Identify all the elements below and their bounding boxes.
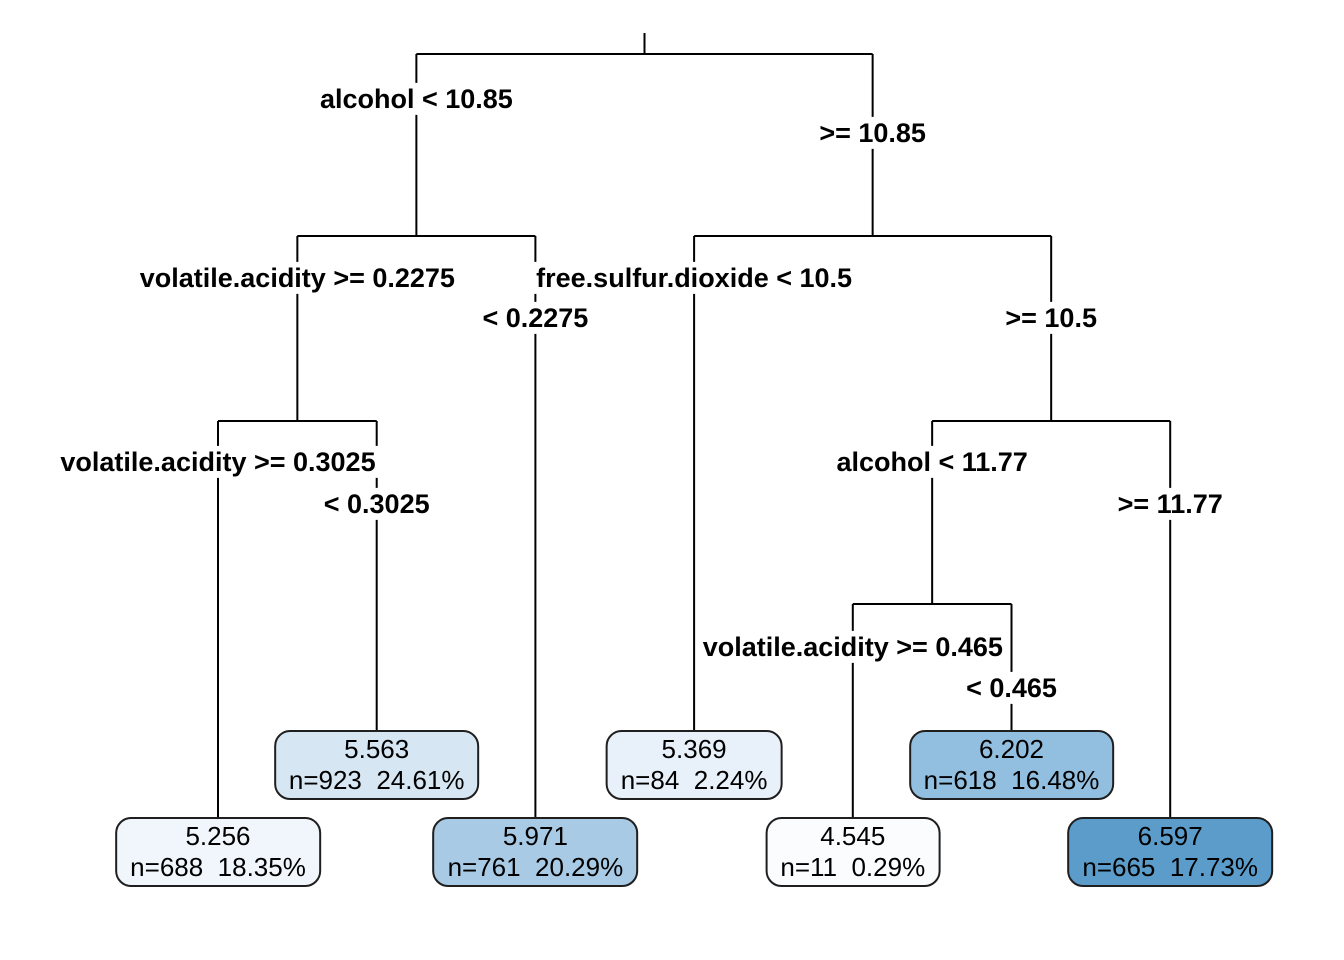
leaf-predicted-value: 6.202 — [978, 734, 1045, 764]
leaf-n-percent: n=665 17.73% — [1082, 852, 1259, 882]
split-condition-right-label: < 0.465 — [960, 671, 1063, 705]
leaf-n-percent: n=923 24.61% — [288, 765, 465, 795]
leaf-n-percent: n=84 2.24% — [620, 765, 768, 795]
leaf-predicted-value: 5.369 — [661, 734, 727, 764]
split-condition-label: volatile.acidity >= 0.2275 — [133, 261, 461, 295]
split-condition-right-label: >= 10.85 — [813, 116, 932, 150]
split-condition-right-label: >= 10.5 — [999, 301, 1103, 335]
split-condition-label: free.sulfur.dioxide < 10.5 — [530, 261, 859, 295]
split-condition-label: volatile.acidity >= 0.465 — [696, 630, 1009, 664]
leaf-predicted-value: 5.971 — [502, 821, 568, 851]
split-condition-right-label: < 0.2275 — [476, 301, 595, 335]
leaf-n-percent: n=618 16.48% — [923, 765, 1100, 795]
leaf-predicted-value: 5.563 — [344, 734, 410, 764]
leaf-predicted-value: 5.256 — [185, 821, 251, 851]
split-condition-label: volatile.acidity >= 0.3025 — [54, 445, 382, 479]
leaf-n-percent: n=688 18.35% — [130, 852, 306, 882]
leaf-n-percent: n=11 0.29% — [780, 852, 926, 882]
split-condition-right-label: < 0.3025 — [317, 487, 436, 521]
leaf-predicted-value: 4.545 — [820, 821, 886, 851]
leaf-n-percent: n=761 20.29% — [447, 852, 624, 882]
split-condition-right-label: >= 11.77 — [1111, 487, 1229, 521]
split-condition-label: alcohol < 11.77 — [830, 445, 1034, 479]
leaf-predicted-value: 6.597 — [1137, 821, 1203, 851]
split-condition-label: alcohol < 10.85 — [313, 82, 519, 116]
